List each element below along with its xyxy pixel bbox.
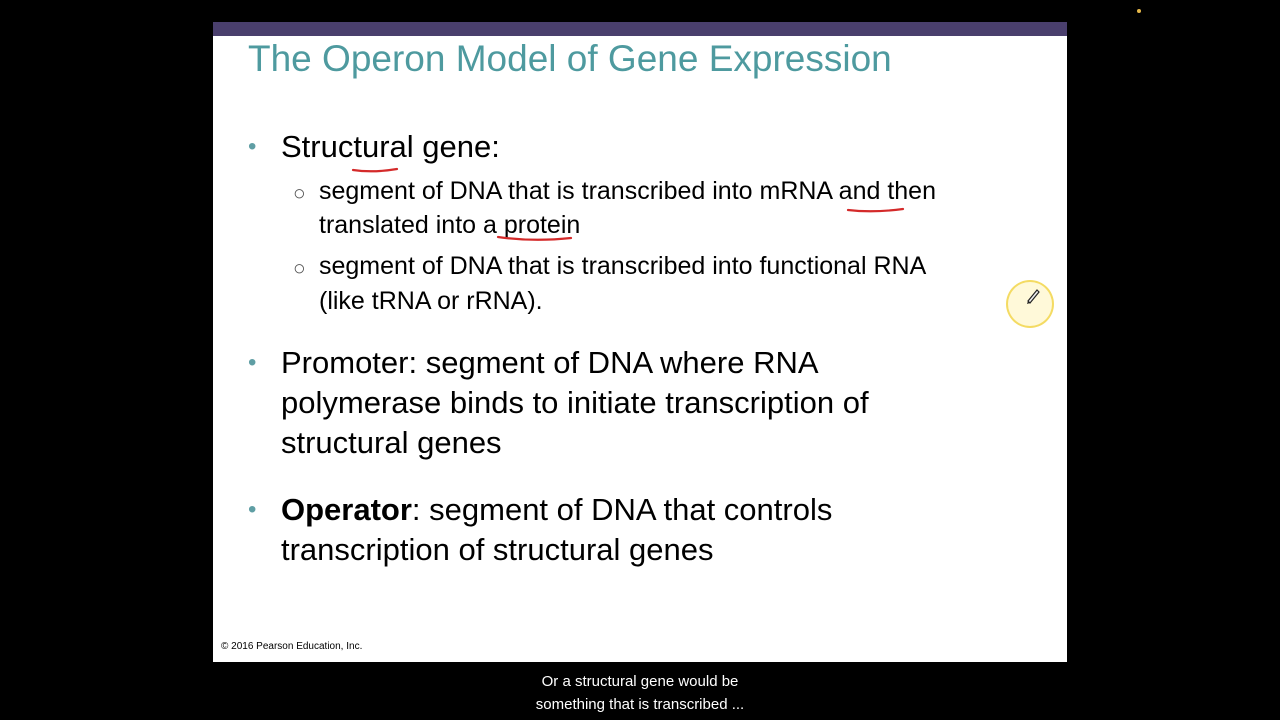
bullet-icon: • bbox=[248, 496, 257, 523]
annotation-underline-structural bbox=[351, 167, 399, 173]
annotation-underline-mrna bbox=[846, 207, 905, 213]
slide-title: The Operon Model of Gene Expression bbox=[248, 38, 892, 79]
operator-term: Operator bbox=[281, 492, 412, 527]
operator-definition: : segment of DNA that controls bbox=[411, 492, 833, 527]
subtitle-caption: Or a structural gene would be something … bbox=[0, 670, 1280, 716]
bullet-promoter-line-2: polymerase binds to initiate transcripti… bbox=[281, 385, 869, 420]
sub-item-1-line-2: translated into a protein bbox=[319, 211, 581, 239]
sub-item-1-line-1: segment of DNA that is transcribed into … bbox=[319, 177, 936, 205]
sub-bullet-icon: ○ bbox=[293, 182, 306, 205]
caption-line-2: something that is transcribed ... bbox=[535, 696, 745, 713]
bullet-structural-gene: Structural gene: bbox=[281, 129, 500, 164]
bullet-operator-line-2: transcription of structural genes bbox=[281, 532, 714, 567]
bullet-operator-line-1: Operator: segment of DNA that controls bbox=[281, 490, 832, 530]
slide-top-bar bbox=[213, 22, 1067, 36]
bullet-icon: • bbox=[248, 349, 257, 376]
bullet-promoter-line-3: structural genes bbox=[281, 425, 502, 460]
sub-bullet-icon: ○ bbox=[293, 257, 306, 280]
pen-icon bbox=[1027, 289, 1040, 304]
caption-line-1: Or a structural gene would be bbox=[541, 673, 739, 690]
cursor-highlight bbox=[1006, 280, 1054, 328]
copyright: © 2016 Pearson Education, Inc. bbox=[221, 641, 363, 652]
slide: The Operon Model of Gene Expression • St… bbox=[213, 22, 1067, 662]
bullet-icon: • bbox=[248, 133, 257, 160]
sub-item-2-line-1: segment of DNA that is transcribed into … bbox=[319, 252, 927, 280]
bullet-promoter-line-1: Promoter: segment of DNA where RNA bbox=[281, 345, 819, 380]
sub-item-2-line-2: (like tRNA or rRNA). bbox=[319, 287, 543, 315]
status-dot bbox=[1137, 9, 1141, 13]
